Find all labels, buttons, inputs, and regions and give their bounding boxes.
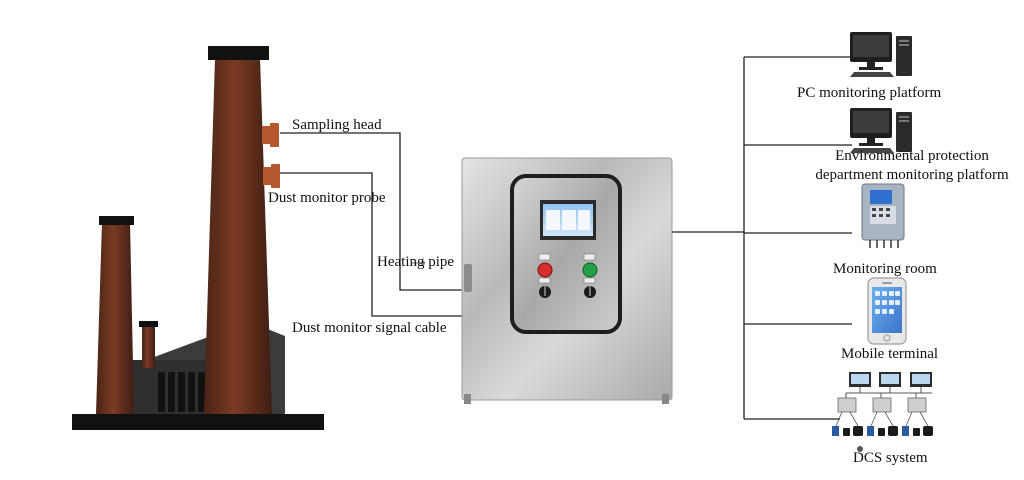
pc-platform-label: PC monitoring platform — [797, 85, 942, 101]
small-chimney — [142, 324, 155, 368]
dcs-network-icon — [832, 372, 933, 452]
connection-lines-right — [672, 56, 852, 420]
ground-base — [72, 414, 324, 430]
sampling-head-label: Sampling head — [292, 117, 382, 133]
dcs-system-label: DCS system — [853, 450, 928, 466]
selector-knobs — [538, 277, 596, 298]
signal-cable-label: Dust monitor signal cable — [292, 320, 447, 336]
signal-cable-line — [280, 172, 465, 317]
env-platform-label-line1: Environmental protection — [835, 148, 989, 164]
computer-icon — [850, 108, 912, 153]
dust-monitor-probe-label: Dust monitor probe — [268, 190, 386, 206]
factory-windows — [158, 372, 205, 412]
dust-monitor-cabinet — [461, 157, 673, 404]
stop-button-green — [582, 253, 598, 278]
heating-pipe-label: Heating pipe — [377, 254, 455, 270]
cabinet-door-window — [510, 174, 622, 334]
wall-panel-icon — [861, 183, 905, 248]
connection-lines-left — [280, 132, 465, 317]
smartphone-icon — [867, 277, 907, 345]
dust-probe-device — [263, 164, 280, 188]
heating-pipe-line — [280, 132, 465, 291]
start-button-red — [537, 253, 553, 278]
computer-icon — [850, 32, 912, 77]
cabinet-handle — [464, 264, 472, 292]
env-platform-label-line2: department monitoring platform — [815, 167, 1009, 183]
monitoring-room-label: Monitoring room — [833, 261, 937, 277]
chimney-illustration — [72, 46, 324, 430]
sampling-head-device — [262, 123, 279, 147]
medium-chimney — [96, 222, 134, 414]
mobile-terminal-label: Mobile terminal — [841, 346, 939, 362]
pipe-connector-icon — [412, 261, 425, 265]
tall-chimney — [204, 58, 272, 414]
